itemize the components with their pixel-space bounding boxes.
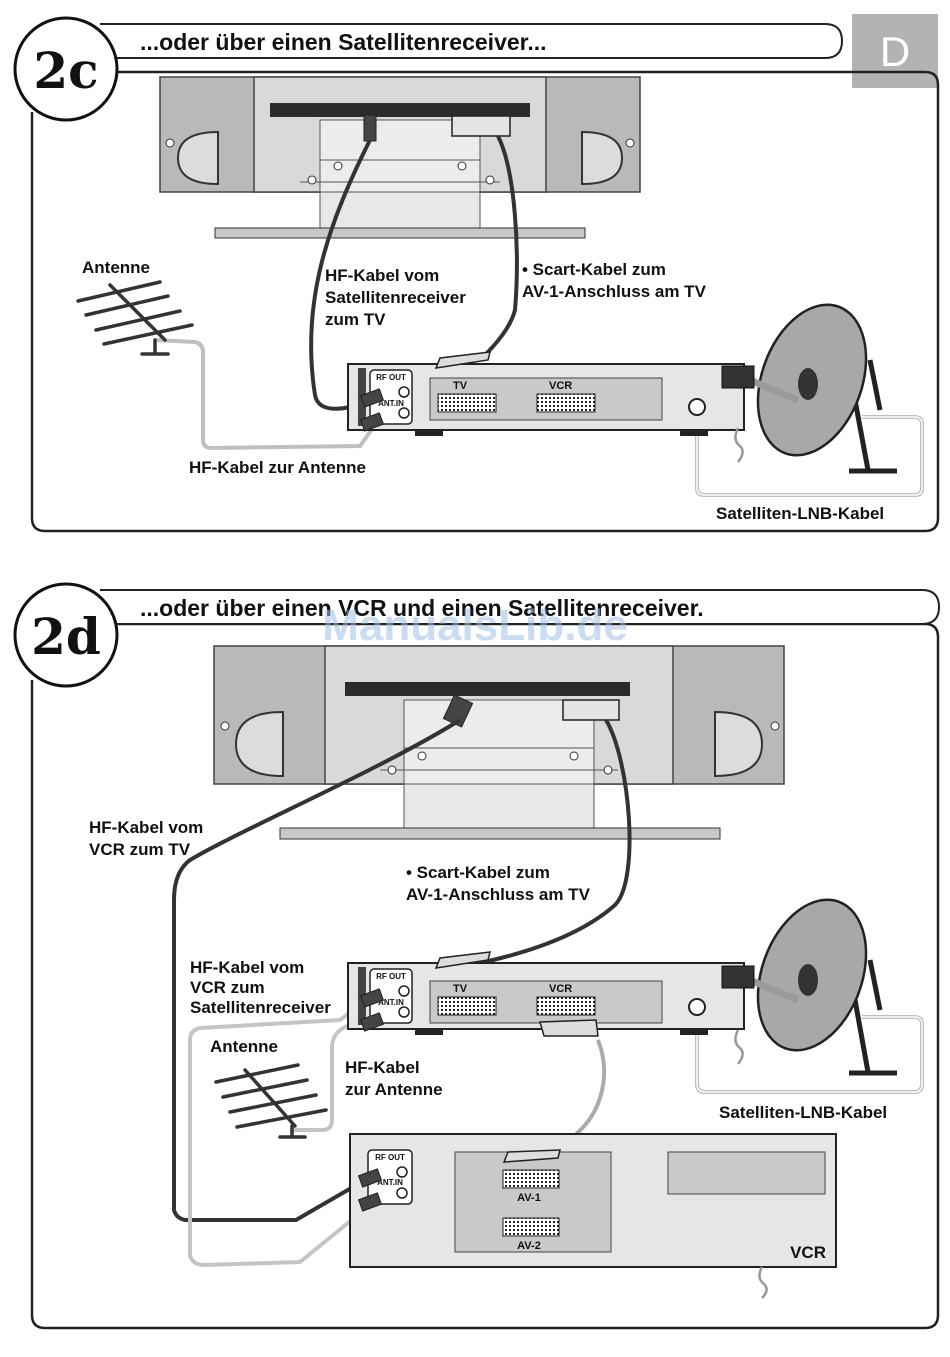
label-scart-2d-l1: • Scart-Kabel zum <box>406 863 550 882</box>
scart-cable-to-tv-2d <box>469 718 632 967</box>
scart-socket-tv-2c <box>437 393 497 413</box>
scart-cable-receiver-to-vcr-2d <box>544 1039 606 1154</box>
scart-plug-2c <box>434 351 491 369</box>
label-hf-receiver-tv-2c-l1: HF-Kabel vom <box>325 266 439 285</box>
panel-2d-badge-text: 2d <box>31 607 101 666</box>
hf-cable-antenna-2d <box>290 1018 369 1132</box>
scart-cable-2c <box>483 135 519 357</box>
label-hf-vcr-receiver-2d-l1: HF-Kabel vom <box>190 958 304 977</box>
label-hf-vcr-tv-2d-l1: HF-Kabel vom <box>89 818 203 837</box>
label-hf-antenna-2c: HF-Kabel zur Antenne <box>189 458 366 477</box>
page-tab-letter: D <box>880 28 910 75</box>
label-hf-receiver-tv-2c-l3: zum TV <box>325 310 386 329</box>
vcr-av1-label: AV-1 <box>517 1192 541 1204</box>
panel-2d-title: ...oder über einen VCR und einen Satelli… <box>140 595 704 621</box>
vcr-rf-out-label-2d: RF OUT <box>375 1153 405 1162</box>
label-scart-2c-l2: AV-1-Anschluss am TV <box>522 282 707 301</box>
panel-2c: ...oder über einen Satellitenreceiver...… <box>13 16 940 533</box>
label-hf-vcr-tv-2d-l2: VCR zum TV <box>89 840 191 859</box>
label-antenna-2c: Antenne <box>82 258 150 277</box>
sat-receiver-2c: RF OUT ANT.IN TV VCR <box>347 351 745 463</box>
hf-cable-vcr-to-tv-2d <box>172 718 462 1222</box>
panel-2c-badge-text: 2c <box>33 41 98 100</box>
label-lnb-2d: Satelliten-LNB-Kabel <box>719 1103 887 1122</box>
panel-2d-badge: 2d <box>13 582 119 688</box>
label-scart-2d-l2: AV-1-Anschluss am TV <box>406 885 591 904</box>
cables-2c <box>154 135 924 497</box>
receiver-ant-in-label-2c: ANT.IN <box>378 399 404 408</box>
panel-2d-frame <box>30 622 940 1330</box>
panel-2c-title: ...oder über einen Satellitenreceiver... <box>140 29 547 55</box>
vcr-av2-label: AV-2 <box>517 1240 541 1252</box>
receiver-tv-label-2d: TV <box>453 983 468 995</box>
tv-back-2c <box>159 76 641 239</box>
hf-cable-antenna-2c <box>154 338 377 451</box>
satellite-dish-2d <box>721 898 897 1076</box>
panel-2c-badge: 2c <box>13 16 119 122</box>
label-lnb-2c: Satelliten-LNB-Kabel <box>716 504 884 523</box>
satellite-dish-2c <box>721 303 897 474</box>
panel-2d: ...oder über einen VCR und einen Satelli… <box>13 582 941 1330</box>
scart-socket-vcr-2d <box>536 996 596 1016</box>
antenna-2d <box>214 1063 328 1139</box>
receiver-vcr-label-2d: VCR <box>549 983 572 995</box>
tv-back-2d <box>213 645 785 840</box>
antenna-2c <box>76 280 194 356</box>
receiver-rf-out-label-2d: RF OUT <box>376 972 406 981</box>
scart-plug-top-2d <box>434 951 491 969</box>
hf-cable-vcr-to-receiver-2d <box>188 993 374 1268</box>
lnb-cable-2c-inner <box>696 410 923 496</box>
scart-plug-vcr-2d <box>502 1149 561 1163</box>
panel-2c-frame <box>30 70 940 533</box>
label-hf-receiver-tv-2c-l2: Satellitenreceiver <box>325 288 466 307</box>
label-hf-antenna-2d-l2: zur Antenne <box>345 1080 443 1099</box>
page-tab-d: D <box>852 14 938 88</box>
receiver-tv-label-2c: TV <box>453 380 468 392</box>
scart-socket-tv-2d <box>437 996 497 1016</box>
label-hf-vcr-receiver-2d-l2: VCR zum <box>190 978 265 997</box>
label-antenna-2d: Antenne <box>210 1037 278 1056</box>
label-scart-2c-l1: • Scart-Kabel zum <box>522 260 666 279</box>
receiver-vcr-label-2c: VCR <box>549 380 572 392</box>
vcr-device-2d: RF OUT ANT.IN AV-1 AV-2 VCR <box>349 1133 837 1299</box>
receiver-ant-in-label-2d: ANT.IN <box>378 998 404 1007</box>
vcr-ant-in-label-2d: ANT.IN <box>377 1178 403 1187</box>
scart-plug-bottom-2d <box>539 1019 599 1037</box>
hf-cable-receiver-to-tv-2c <box>309 139 372 411</box>
cables-2d <box>172 718 924 1268</box>
vcr-av2-socket <box>502 1217 560 1237</box>
lnb-cable-2d-inner <box>696 1012 923 1093</box>
lnb-socket-2d <box>688 998 706 1016</box>
panel-2d-title-bar <box>100 589 941 625</box>
panel-2c-title-bar <box>100 23 844 59</box>
scart-socket-vcr-2c <box>536 393 596 413</box>
lnb-socket-2c <box>688 398 706 416</box>
vcr-label: VCR <box>790 1243 826 1262</box>
sat-receiver-2d: RF OUT ANT.IN TV VCR <box>347 951 745 1065</box>
receiver-rf-out-label-2c: RF OUT <box>376 373 406 382</box>
vcr-av1-socket <box>502 1169 560 1189</box>
label-hf-vcr-receiver-2d-l3: Satellitenreceiver <box>190 998 331 1017</box>
watermark: ManualsLib.de <box>322 601 628 650</box>
label-hf-antenna-2d-l1: HF-Kabel <box>345 1058 420 1077</box>
